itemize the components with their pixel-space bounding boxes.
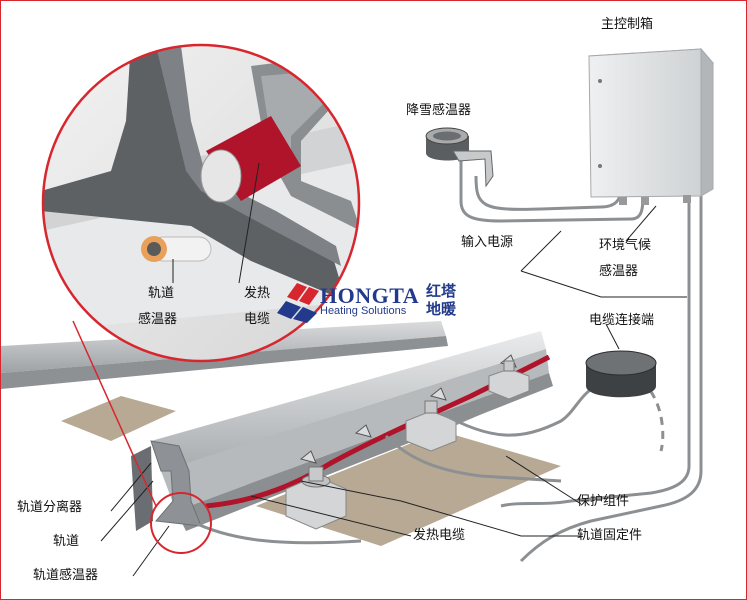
logo-mark	[277, 283, 319, 323]
rail-sensor-callout-circle	[150, 492, 212, 554]
inset-rail-sensor	[141, 236, 212, 262]
label-inset-rail-sensor-2: 感温器	[138, 312, 178, 327]
label-inset-rail-sensor-1: 轨道	[148, 286, 175, 301]
label-rail-sensor: 轨道感温器	[33, 568, 99, 583]
magnified-inset	[41, 43, 361, 363]
main-control-box	[588, 47, 715, 205]
label-inset-heating-cable-1: 发热	[244, 286, 271, 301]
wiring	[190, 159, 703, 563]
label-heating-cable: 发热电缆	[413, 528, 466, 543]
label-climate-sensor-1: 环境气候	[599, 238, 652, 253]
fastener	[405, 400, 457, 452]
logo-name-en: HONGTA	[320, 283, 420, 308]
snow-sensor-device	[425, 127, 494, 188]
label-power-input: 输入电源	[461, 235, 514, 250]
label-rail-fastener: 轨道固定件	[577, 528, 643, 543]
logo-tagline: Heating Solutions	[320, 305, 407, 317]
label-protection-component: 保护组件	[577, 494, 630, 509]
label-rail-separator: 轨道分离器	[17, 500, 83, 515]
logo-name-cn: 红塔地暖	[426, 282, 457, 318]
fastener	[488, 360, 530, 400]
sleeper	[61, 396, 176, 441]
label-climate-sensor-2: 感温器	[599, 264, 639, 279]
label-cable-connector: 电缆连接端	[589, 313, 655, 328]
label-snow-sensor: 降雪感温器	[406, 103, 472, 118]
label-main-control-box: 主控制箱	[601, 17, 654, 32]
label-rail: 轨道	[53, 534, 80, 549]
cable-connector-device	[585, 350, 657, 398]
label-inset-heating-cable-2: 电缆	[244, 312, 271, 327]
